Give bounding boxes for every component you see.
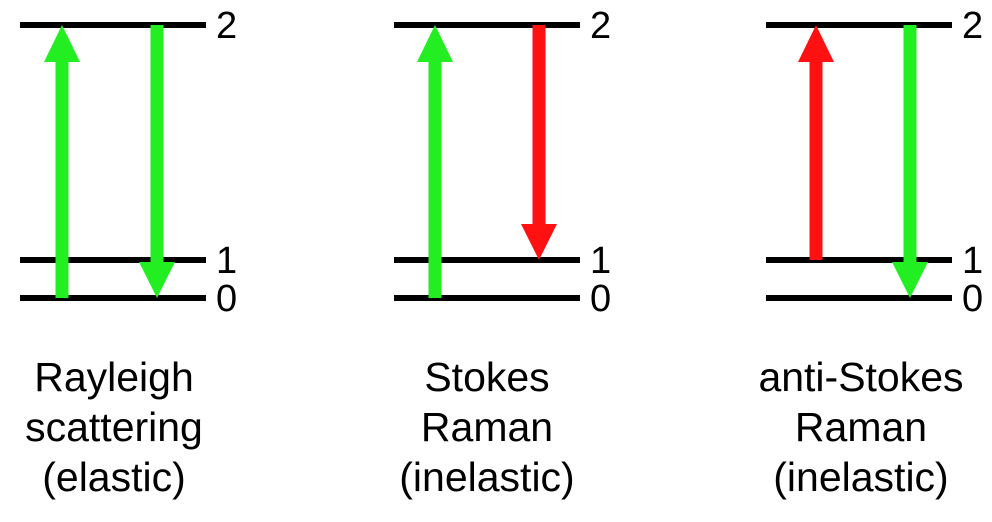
caption-line: Rayleigh: [34, 354, 194, 400]
level-label-0: 0: [590, 278, 611, 320]
transition-arrow-head: [798, 25, 834, 62]
caption-line: (elastic): [42, 454, 186, 500]
transition-arrow-head: [139, 262, 175, 298]
level-label-1: 1: [962, 240, 983, 282]
level-label-1: 1: [590, 240, 611, 282]
level-label-2: 2: [590, 5, 611, 47]
panel-stokes: 2 1 0: [394, 5, 611, 320]
transition-arrow-head: [44, 25, 80, 62]
caption-line: scattering: [25, 404, 203, 450]
caption-line: Stokes: [424, 354, 550, 400]
level-label-0: 0: [216, 278, 237, 320]
transition-arrow-head: [417, 25, 453, 62]
caption-line: (inelastic): [773, 454, 949, 500]
panel-rayleigh: 2 1 0: [20, 5, 237, 320]
transition-arrow-head: [892, 262, 928, 298]
caption-line: Raman: [794, 404, 928, 450]
level-label-1: 1: [216, 240, 237, 282]
caption-rayleigh: Rayleigh scattering (elastic): [0, 352, 234, 502]
caption-anti-stokes: anti-Stokes Raman (inelastic): [741, 352, 981, 502]
caption-stokes: Stokes Raman (inelastic): [367, 352, 607, 502]
level-label-2: 2: [962, 5, 983, 47]
caption-line: Raman: [420, 404, 554, 450]
level-label-2: 2: [216, 5, 237, 47]
transition-arrow-head: [521, 224, 557, 260]
panel-anti-stokes: 2 1 0: [766, 5, 983, 320]
level-label-0: 0: [962, 278, 983, 320]
caption-line: (inelastic): [399, 454, 575, 500]
caption-line: anti-Stokes: [758, 354, 964, 400]
